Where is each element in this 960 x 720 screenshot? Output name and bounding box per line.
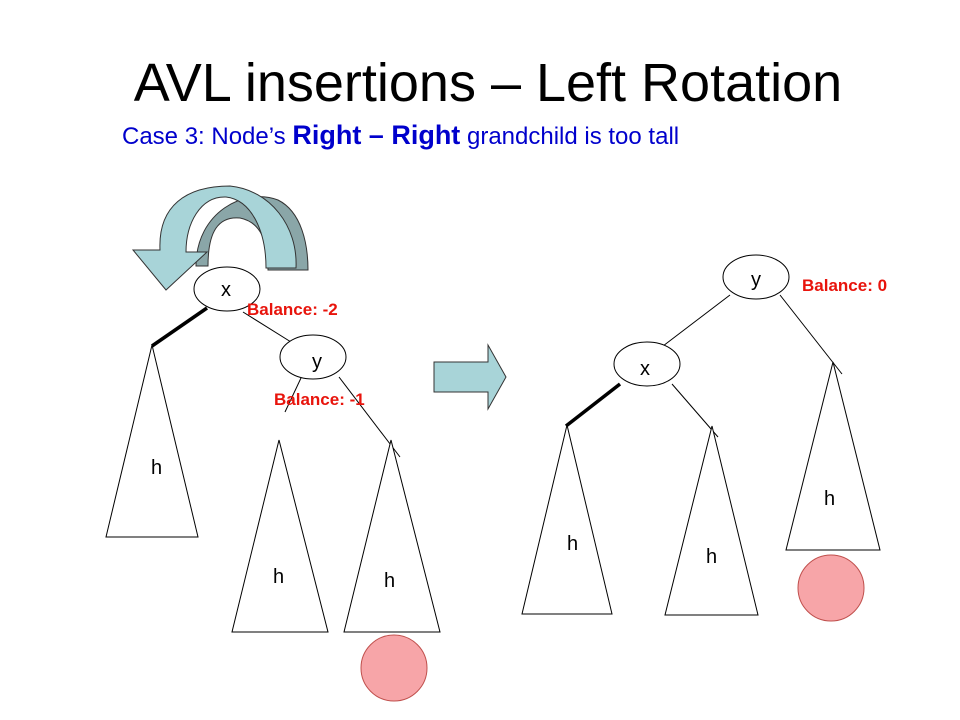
node-y-root: [722, 254, 790, 300]
after-subtree-right-label: h: [824, 488, 835, 510]
subtitle-prefix: Case 3: Node’s: [122, 123, 293, 150]
balance-y-label: Balance: -1: [274, 390, 365, 409]
balance-x-label: Balance: -2: [247, 300, 338, 319]
subtree-left-label: h: [151, 457, 162, 479]
subtitle-emphasis: Right – Right: [292, 120, 461, 150]
edge-x-left: [151, 306, 208, 348]
after-tree: y x Balance: 0 h h h: [521, 254, 887, 622]
subtree-left: [105, 344, 199, 538]
slide-title: AVL insertions – Left Rotation: [133, 53, 843, 113]
node-x-label: x: [221, 279, 231, 301]
after-subtree-right: [785, 361, 881, 551]
after-subtree-mid-label: h: [706, 546, 717, 568]
node-x: [193, 266, 261, 312]
inserted-node: [360, 634, 428, 702]
subtree-right: [343, 439, 441, 633]
transform-arrow-icon: [433, 343, 507, 411]
subtree-right-label: h: [384, 570, 395, 592]
after-inserted-node: [797, 554, 865, 622]
node-y-root-label: y: [751, 269, 761, 291]
subtree-mid: [231, 439, 329, 633]
edge-y-right: [779, 294, 843, 375]
after-subtree-left-label: h: [567, 533, 578, 555]
subtree-mid-label: h: [273, 566, 284, 588]
slide-subtitle: Case 3: Node’s Right – Right grandchild …: [122, 120, 679, 151]
node-y: [279, 334, 347, 380]
before-tree: x y Balance: -2 Balance: -1 h h h: [105, 266, 441, 702]
edge-x-right: [671, 383, 719, 438]
edge-x-left: [564, 382, 622, 428]
rotation-arrow-icon: [131, 185, 309, 291]
edge-y-left: [284, 377, 302, 413]
after-subtree-left: [521, 424, 613, 615]
subtitle-suffix: grandchild is too tall: [460, 123, 680, 150]
balance-root-label: Balance: 0: [802, 276, 887, 295]
node-x-child: [613, 341, 681, 387]
after-subtree-mid: [664, 425, 759, 616]
node-y-label: y: [312, 351, 322, 373]
edge-x-y: [242, 311, 292, 343]
edge-y-x: [662, 294, 731, 347]
node-x-child-label: x: [640, 358, 650, 380]
